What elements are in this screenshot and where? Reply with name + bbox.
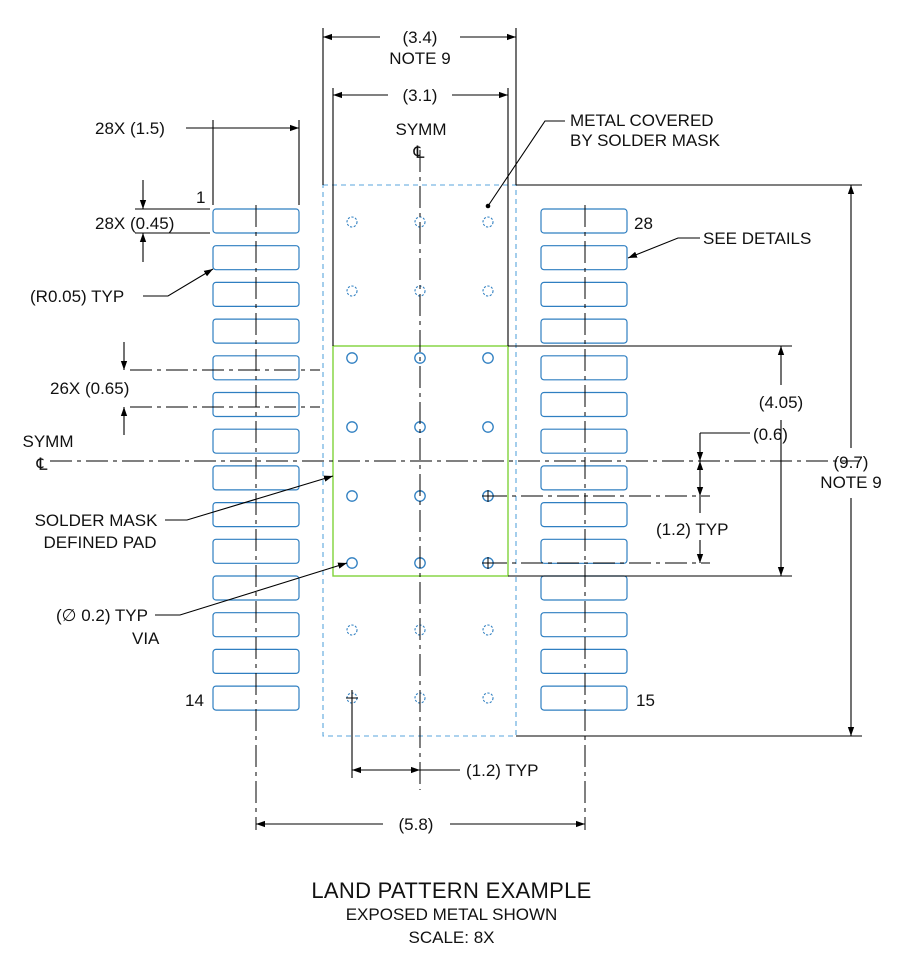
via bbox=[414, 352, 426, 364]
caption-scale: SCALE: 8X bbox=[408, 928, 495, 947]
thermal-height-dim: (4.05) bbox=[759, 393, 803, 412]
via bbox=[482, 421, 494, 433]
mask-pad-label-2: DEFINED PAD bbox=[43, 533, 156, 552]
via-label-1: (∅ 0.2) TYP bbox=[56, 606, 148, 625]
pad bbox=[540, 502, 628, 528]
symm-left-cl-icon: ℄ bbox=[36, 455, 48, 474]
pad bbox=[540, 685, 628, 711]
via bbox=[346, 285, 358, 297]
caption-subtitle: EXPOSED METAL SHOWN bbox=[345, 905, 558, 924]
pad bbox=[540, 355, 628, 381]
center-lines bbox=[50, 150, 860, 830]
via bbox=[346, 216, 358, 228]
pad bbox=[540, 575, 628, 601]
symm-top-cl-icon: ℄ bbox=[413, 143, 425, 162]
symm-top-label: SYMM bbox=[396, 120, 447, 139]
pad bbox=[540, 318, 628, 344]
total-height-dim: (9.7) bbox=[834, 453, 869, 472]
via bbox=[482, 624, 494, 636]
via bbox=[346, 624, 358, 636]
via bbox=[346, 490, 358, 502]
width-outer-note: NOTE 9 bbox=[389, 49, 450, 68]
dimension-lines bbox=[120, 28, 862, 828]
pin-14-label: 14 bbox=[185, 691, 204, 710]
caption-title: LAND PATTERN EXAMPLE bbox=[311, 878, 592, 903]
pad bbox=[540, 208, 628, 234]
pad bbox=[540, 281, 628, 307]
metal-covered-label-2: BY SOLDER MASK bbox=[570, 131, 721, 150]
width-inner-dim: (3.1) bbox=[403, 86, 438, 105]
pad bbox=[540, 428, 628, 454]
via-label-2: VIA bbox=[132, 629, 160, 648]
via-pitch-v-dim: (1.2) TYP bbox=[656, 520, 728, 539]
pin-28-label: 28 bbox=[634, 214, 653, 233]
radius-label: (R0.05) TYP bbox=[30, 287, 124, 306]
pin-15-label: 15 bbox=[636, 691, 655, 710]
pad bbox=[540, 612, 628, 638]
via bbox=[482, 216, 494, 228]
half-pitch-dim: (0.6) bbox=[753, 425, 788, 444]
pad bbox=[540, 648, 628, 675]
pad bbox=[540, 245, 628, 271]
width-outer-dim: (3.4) bbox=[403, 28, 438, 47]
see-details-label: SEE DETAILS bbox=[703, 229, 811, 248]
via bbox=[482, 692, 494, 704]
via bbox=[346, 352, 358, 364]
pad-length-dim: 28X (1.5) bbox=[95, 119, 165, 138]
via bbox=[482, 352, 494, 364]
via bbox=[346, 557, 358, 569]
span-dim: (5.8) bbox=[399, 815, 434, 834]
via bbox=[482, 285, 494, 297]
pad bbox=[540, 391, 628, 418]
annotations: 1 14 15 28 (3.4) NOTE 9 (3.1) SYMM ℄ SYM… bbox=[23, 28, 882, 834]
via-pitch-h-dim: (1.2) TYP bbox=[466, 761, 538, 780]
pitch-dim: 26X (0.65) bbox=[50, 379, 129, 398]
total-height-note: NOTE 9 bbox=[820, 473, 881, 492]
mask-pad-label-1: SOLDER MASK bbox=[35, 511, 158, 530]
symm-left-label: SYMM bbox=[23, 432, 74, 451]
metal-covered-label-1: METAL COVERED bbox=[570, 111, 714, 130]
pad bbox=[540, 465, 628, 491]
right-pad-column bbox=[540, 208, 628, 711]
via bbox=[346, 421, 358, 433]
pin-1-label: 1 bbox=[196, 188, 205, 207]
pad-width-dim: 28X (0.45) bbox=[95, 214, 174, 233]
pad bbox=[540, 538, 628, 564]
